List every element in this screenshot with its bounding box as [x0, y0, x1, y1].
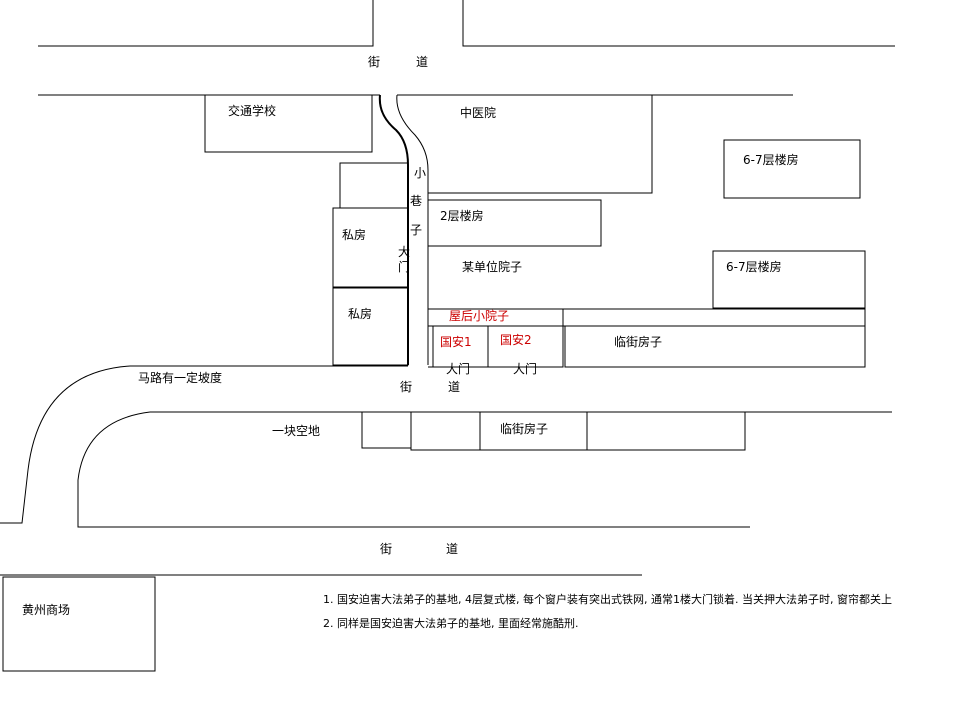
gate-1-label: 大门	[446, 361, 470, 376]
street-house-2-label: 临街房子	[500, 421, 548, 436]
note-2: 2. 同样是国安迫害大法弟子的基地, 里面经常施酷刑.	[323, 616, 578, 630]
two-story-building	[427, 199, 602, 247]
private-house-1-label: 私房	[342, 227, 366, 242]
street-label-bottom-2: 道	[446, 542, 458, 556]
private-house-2-label: 私房	[348, 306, 372, 321]
street-label-middle-2: 道	[448, 380, 460, 394]
guoan-2-label: 国安2	[500, 332, 532, 347]
buildings	[2, 94, 866, 672]
private-house-1	[332, 207, 409, 288]
road-lines	[0, 0, 895, 576]
alley-char-2: 巷	[410, 194, 422, 208]
street-label-middle-1: 街	[400, 380, 412, 394]
alley-gate-char-2: 门	[398, 259, 410, 274]
mall-label: 黄州商场	[22, 602, 70, 617]
street-house-1-label: 临街房子	[614, 334, 662, 349]
tcm-hospital-building	[428, 94, 653, 194]
alley-char-1: 小	[414, 166, 426, 180]
street-label-top-2: 道	[416, 55, 428, 69]
two-story-label: 2层楼房	[440, 208, 484, 223]
traffic-school-label: 交通学校	[228, 103, 276, 118]
highrise-building-2	[712, 250, 866, 309]
mall-building	[2, 576, 156, 672]
gate-2-label: 大门	[513, 361, 537, 376]
unit-courtyard-label: 某单位院子	[462, 259, 522, 274]
highrise-building-1	[723, 139, 861, 199]
small-building	[339, 162, 409, 209]
tcm-hospital-label: 中医院	[460, 105, 496, 120]
alley-char-3: 子	[410, 223, 422, 237]
guoan-2-building	[487, 325, 564, 368]
lower-building-2	[410, 411, 481, 451]
labels: 街 道 交通学校 中医院 6-7层楼房 小 巷 子 2层楼房 私房 大 门 某单…	[22, 55, 892, 630]
slope-note: 马路有一定坡度	[138, 370, 222, 385]
guoan-1-label: 国安1	[440, 334, 472, 349]
street-label-top-1: 街	[368, 55, 380, 69]
empty-lot-label: 一块空地	[272, 424, 320, 438]
street-label-bottom-1: 街	[380, 542, 392, 556]
back-courtyard-label: 屋后小院子	[449, 309, 509, 323]
alley-gate-char-1: 大	[398, 245, 410, 259]
traffic-school-building	[204, 94, 373, 153]
lower-building-1	[361, 411, 412, 449]
highrise-1-label: 6-7层楼房	[743, 152, 799, 167]
street-house-1	[564, 325, 866, 368]
private-house-2	[332, 287, 409, 366]
highrise-2-label: 6-7层楼房	[726, 259, 782, 274]
lower-building-4	[586, 411, 746, 451]
note-1: 1. 国安迫害大法弟子的基地, 4层复式楼, 每个窗户装有突出式铁网, 通常1楼…	[323, 592, 892, 606]
